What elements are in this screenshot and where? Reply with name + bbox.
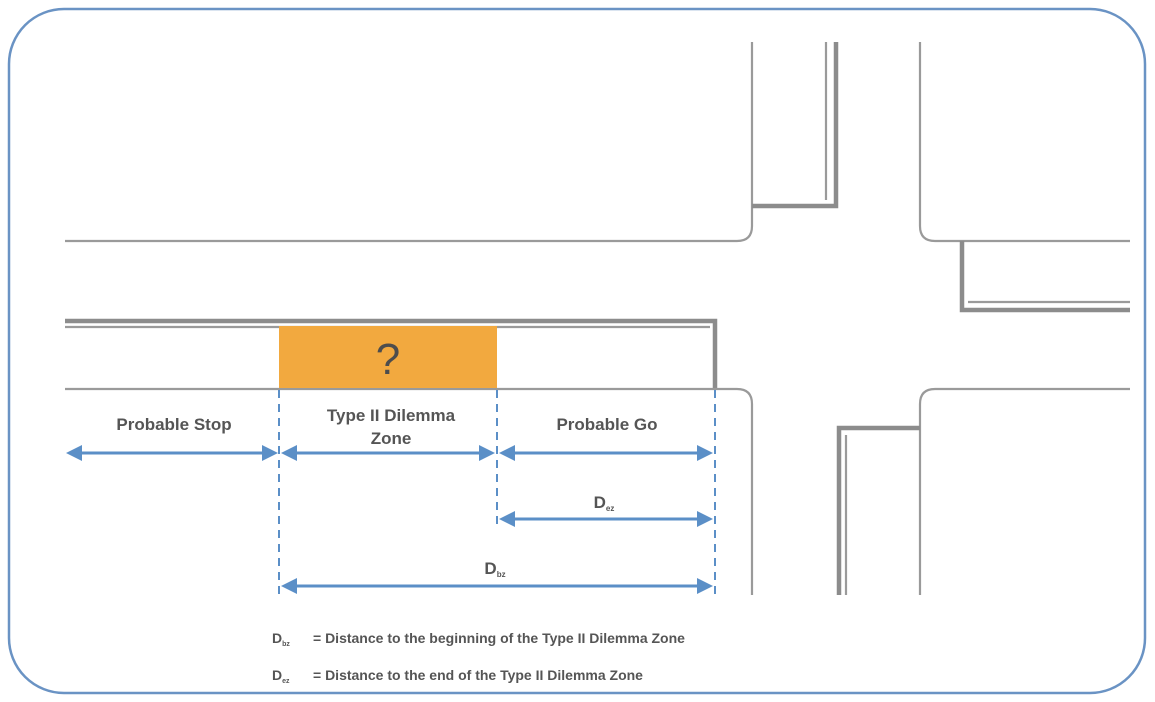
legend-d-ez-symbol: D [272, 667, 282, 683]
label-d-ez: Dez [594, 493, 615, 513]
legend-item-d-bz: Dbz = Distance to the beginning of the Ty… [272, 630, 685, 648]
legend-d-bz-subscript: bz [282, 641, 290, 648]
road-layout [65, 42, 1130, 595]
arrow-dilemma-zone [281, 445, 495, 461]
label-d-ez-symbol: D [594, 493, 606, 512]
road-edge-lower-right [918, 387, 1130, 595]
label-dilemma-zone-line1: Type II Dilemma [327, 406, 456, 425]
unknown-mark: ? [376, 335, 400, 384]
diagram-frame [7, 7, 1147, 695]
legend-d-ez-subscript: ez [282, 678, 290, 685]
arrow-probable-go [499, 445, 713, 461]
legend-d-bz-symbol: D [272, 630, 282, 646]
arrow-d-ez [499, 511, 713, 527]
road-edge-upper-right-wall [959, 241, 1130, 313]
arrows [66, 445, 713, 594]
arrow-probable-stop [66, 445, 278, 461]
label-d-ez-subscript: ez [606, 504, 614, 513]
road-edge-upper-left [65, 42, 754, 243]
label-probable-go: Probable Go [556, 415, 657, 434]
label-dilemma-zone-line2: Zone [371, 429, 412, 448]
label-d-bz-symbol: D [484, 559, 496, 578]
road-edge-lower-right-wall [836, 425, 920, 595]
legend-d-bz-text: = Distance to the beginning of the Type … [313, 630, 685, 646]
label-probable-stop: Probable Stop [116, 415, 231, 434]
arrow-d-bz [281, 578, 713, 594]
approach-lane-top [65, 318, 718, 389]
legend: Dbz = Distance to the beginning of the Ty… [272, 630, 685, 685]
road-edge-upper-left-wall [752, 42, 839, 209]
label-d-bz: Dbz [484, 559, 505, 579]
road-edge-upper-right [918, 42, 1130, 243]
legend-d-ez-text: = Distance to the end of the Type II Dil… [313, 667, 643, 683]
approach-lane-bottom [65, 387, 754, 595]
label-d-bz-subscript: bz [497, 570, 506, 579]
zone-boundaries [278, 390, 716, 600]
dilemma-zone-box [279, 326, 497, 388]
legend-item-d-ez: Dez = Distance to the end of the Type II … [272, 667, 643, 685]
